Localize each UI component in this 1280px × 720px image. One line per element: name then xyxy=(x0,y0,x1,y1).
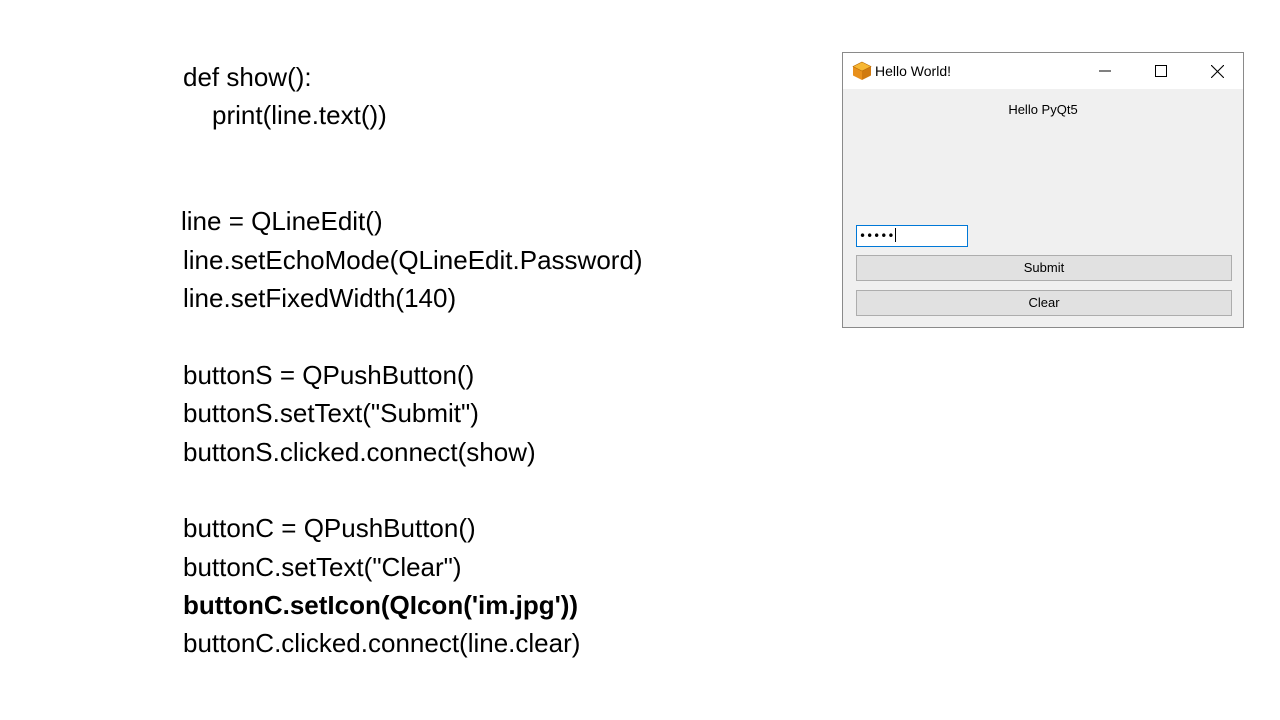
code-snippet: def show(): print(line.text()) line = QL… xyxy=(181,58,643,663)
code-blank-line xyxy=(183,471,643,509)
submit-button[interactable]: Submit xyxy=(856,255,1232,281)
code-line: def show(): xyxy=(183,62,312,92)
code-blank-line xyxy=(183,317,643,355)
code-blank-line xyxy=(183,135,643,173)
close-icon xyxy=(1210,64,1224,78)
code-line: buttonS.clicked.connect(show) xyxy=(183,436,536,467)
code-line: buttonS.setText("Submit") xyxy=(183,398,479,429)
password-field[interactable]: ••••• xyxy=(856,225,968,247)
app-window: Hello World! Hello PyQt5 ••••• Submit Cl… xyxy=(842,52,1244,328)
window-title: Hello World! xyxy=(875,63,951,79)
code-line: line.setFixedWidth(140) xyxy=(183,282,457,313)
maximize-button[interactable] xyxy=(1133,53,1189,89)
close-button[interactable] xyxy=(1189,53,1245,89)
clear-button[interactable]: Clear xyxy=(856,290,1232,316)
code-line: buttonC.setText("Clear") xyxy=(183,551,462,582)
code-line: line = QLineEdit() xyxy=(181,206,383,237)
password-value: ••••• xyxy=(859,229,895,243)
code-line: buttonC = QPushButton() xyxy=(183,513,476,544)
maximize-icon xyxy=(1155,65,1167,77)
title-bar[interactable]: Hello World! xyxy=(843,53,1243,89)
code-line: line.setEchoMode(QLineEdit.Password) xyxy=(183,244,643,275)
box-icon xyxy=(851,60,873,82)
code-blank-line xyxy=(183,173,643,202)
minimize-icon xyxy=(1099,70,1111,72)
hello-label: Hello PyQt5 xyxy=(1008,102,1078,117)
code-line: buttonS = QPushButton() xyxy=(183,359,475,390)
text-caret xyxy=(895,228,897,242)
code-line: buttonC.clicked.connect(line.clear) xyxy=(183,628,581,659)
minimize-button[interactable] xyxy=(1077,53,1133,89)
code-line: print(line.text()) xyxy=(212,100,387,131)
code-line-highlighted: buttonC.setIcon(QIcon('im.jpg')) xyxy=(183,590,579,621)
